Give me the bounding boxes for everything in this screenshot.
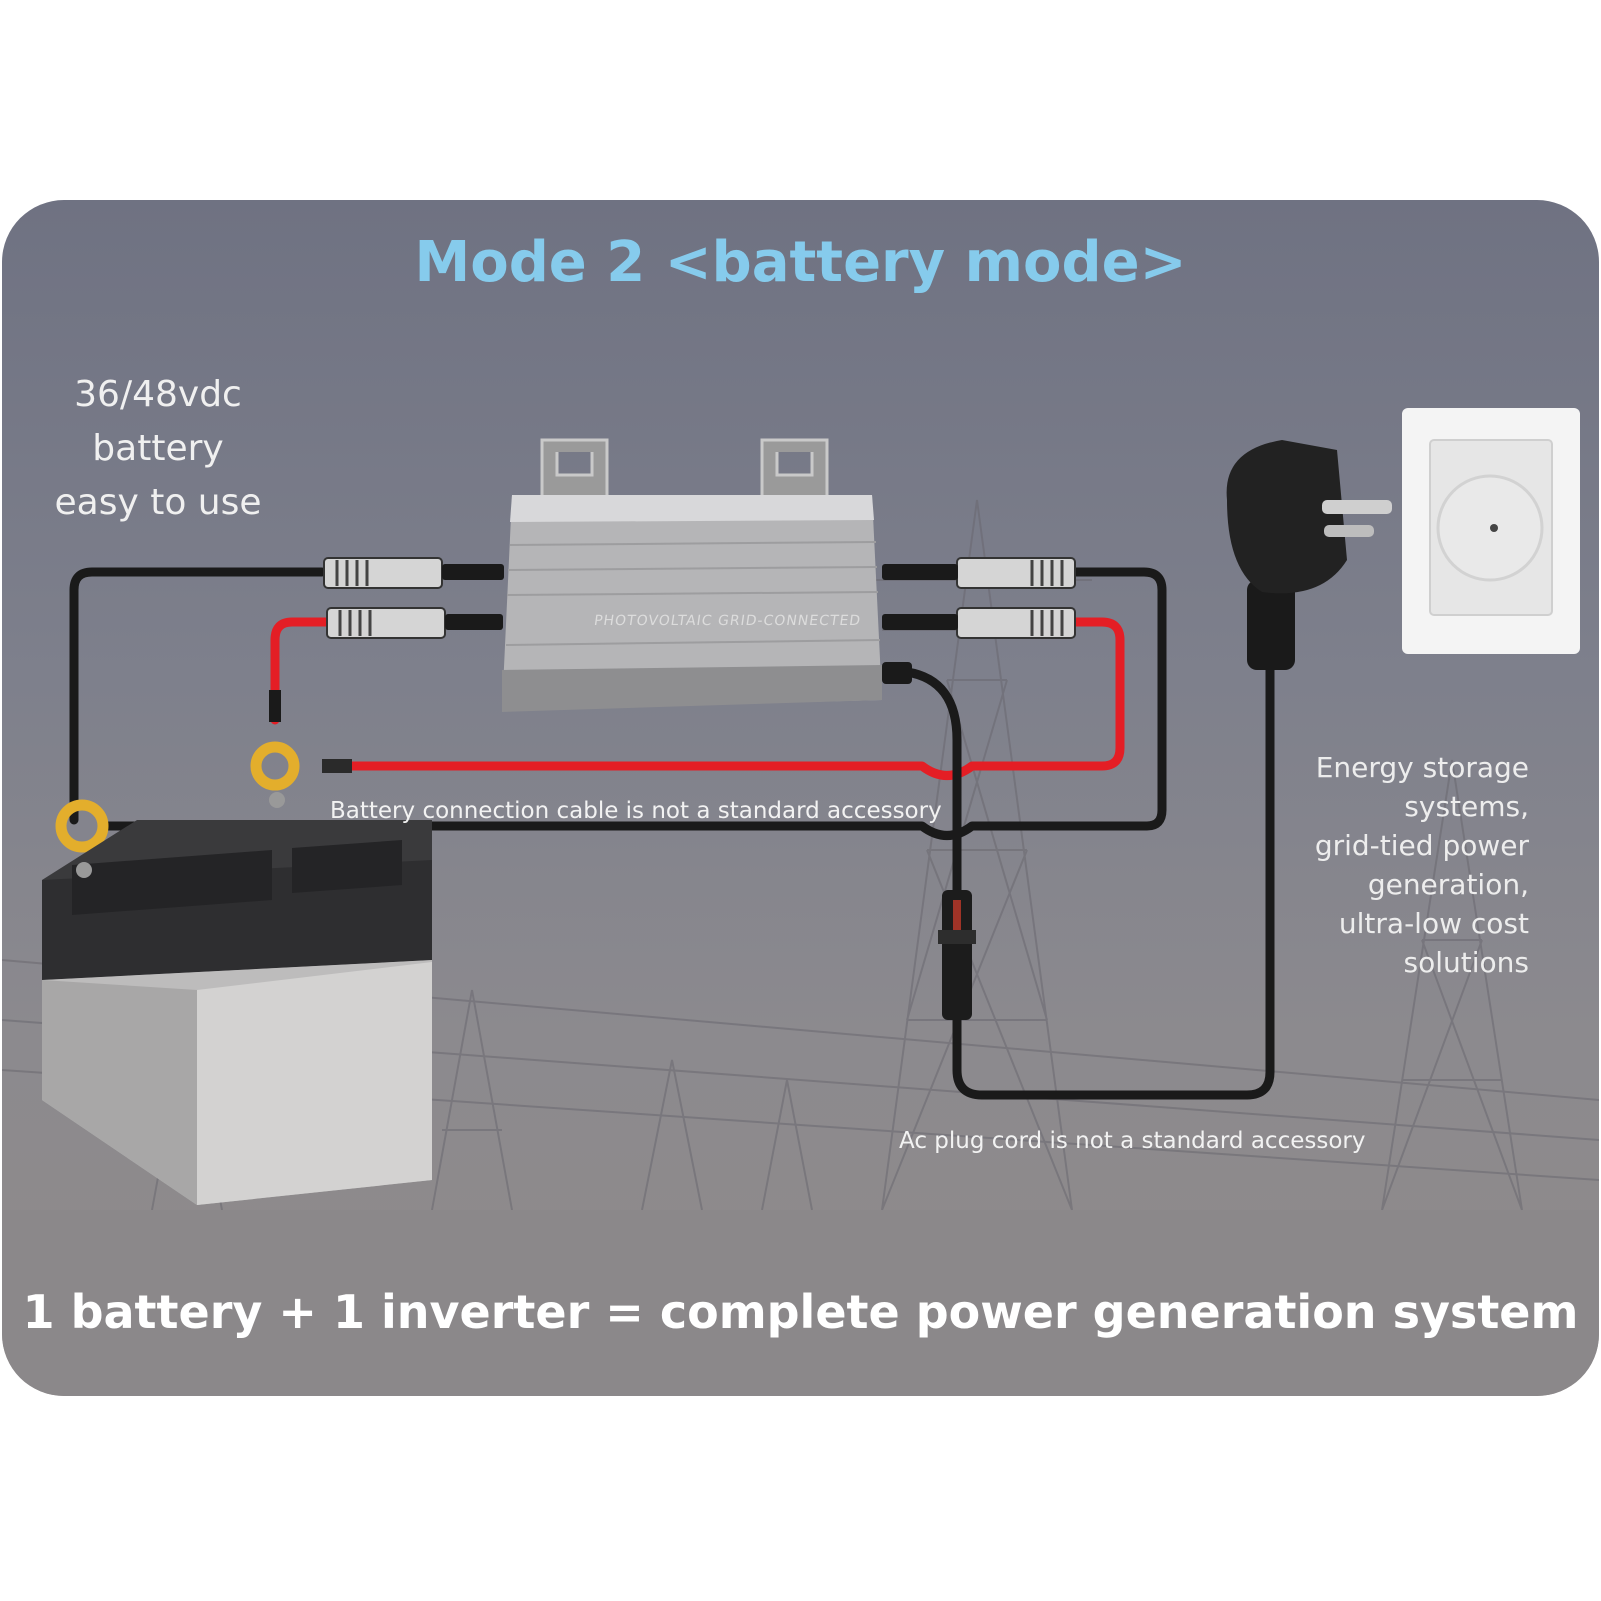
black-dc-cable-right bbox=[97, 567, 1167, 840]
schuko-plug bbox=[1226, 440, 1392, 670]
battery-cable-note: Battery connection cable is not a standa… bbox=[330, 798, 942, 824]
feature-line: grid-tied power bbox=[1314, 829, 1529, 862]
red-dc-cable-right bbox=[322, 617, 1125, 780]
red-ring-terminal bbox=[250, 741, 300, 791]
ac-inline-connector bbox=[938, 890, 976, 1020]
battery-spec-line: 36/48vdc bbox=[74, 374, 242, 415]
diagram-title: Mode 2 <battery mode> bbox=[414, 230, 1187, 295]
black-dc-cable-left bbox=[69, 567, 327, 825]
inverter-label: PHOTOVOLTAIC GRID-CONNECTED bbox=[592, 613, 863, 629]
feature-line: systems, bbox=[1404, 790, 1529, 823]
cable-sleeve bbox=[269, 690, 281, 722]
battery-spec-line: battery bbox=[92, 428, 224, 469]
diagram-panel: Mode 2 <battery mode> 36/48vdc battery e… bbox=[2, 200, 1599, 1396]
power-pylons-background bbox=[2, 499, 1599, 1211]
cables bbox=[69, 567, 1275, 1100]
black-ring-terminal bbox=[55, 799, 109, 853]
bottom-caption: 1 battery + 1 inverter = complete power … bbox=[22, 1285, 1579, 1339]
ac-cord-note: Ac plug cord is not a standard accessory bbox=[899, 1128, 1366, 1154]
inverter bbox=[502, 438, 882, 712]
red-dc-cable-left bbox=[270, 617, 332, 725]
feature-line: ultra-low cost bbox=[1338, 907, 1529, 940]
diagram-drawing bbox=[2, 408, 1599, 1396]
battery-spec-line: easy to use bbox=[54, 482, 262, 523]
cable-sleeve bbox=[322, 759, 352, 773]
ac-cable bbox=[902, 615, 1275, 1100]
battery-spec-text: 36/48vdc battery easy to use bbox=[40, 368, 276, 530]
battery bbox=[42, 792, 432, 1205]
bottom-band bbox=[2, 1210, 1599, 1396]
mc4-connectors bbox=[323, 557, 1076, 684]
feature-line: Energy storage bbox=[1315, 751, 1529, 784]
feature-text: Energy storage systems, grid-tied power … bbox=[1189, 748, 1529, 982]
feature-line: solutions bbox=[1403, 946, 1529, 979]
feature-line: generation, bbox=[1367, 868, 1529, 901]
wall-socket bbox=[1402, 408, 1580, 654]
